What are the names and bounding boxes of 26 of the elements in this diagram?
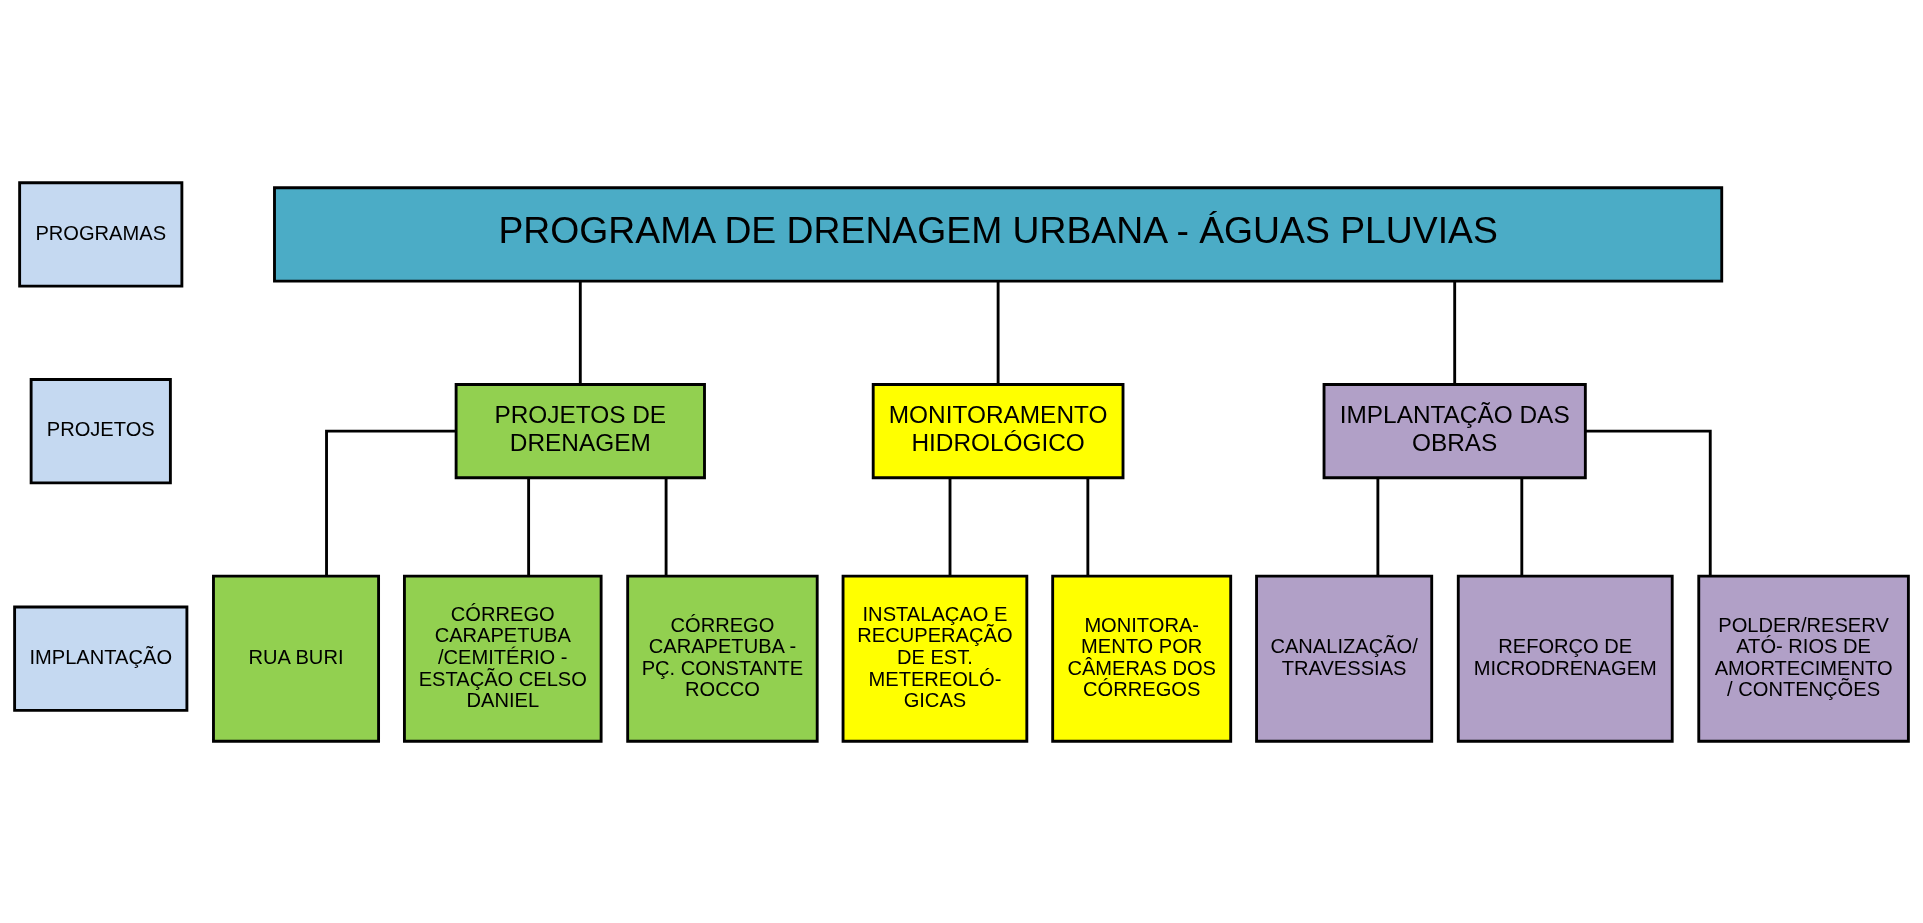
connector [664, 477, 668, 576]
connector [948, 477, 952, 576]
node-box: IMPLANTAÇÃO [13, 605, 189, 712]
node-box: CÓRREGO CARAPETUBA /CEMITÉRIO - ESTAÇÃO CELSO DANIEL [403, 574, 603, 743]
node-box: IMPLANTAÇÃO DAS OBRAS [1322, 382, 1587, 479]
node-box: MONITORA- MENTO POR CÂMERAS DOS CÓRREGOS [1051, 574, 1233, 743]
connector [996, 281, 1000, 384]
connector [1376, 477, 1380, 576]
node-box: INSTALAÇAO E RECUPERAÇÃO DE EST. METEREOLÓ- GICAS [841, 574, 1029, 743]
connector [1086, 477, 1090, 576]
connector [527, 477, 531, 576]
node-box: PROGRAMA DE DRENAGEM URBANA - ÁGUAS PLUVIAS [273, 185, 1724, 283]
connector [1520, 477, 1524, 576]
node-box: CANALIZAÇÃO/ TRAVESSIAS [1255, 574, 1434, 743]
node-box: MONITORAMENTO HIDROLÓGICO [871, 382, 1125, 479]
node-box: PROJETOS DE DRENAGEM [454, 382, 706, 479]
node-box: PROGRAMAS [18, 180, 184, 288]
node-box: REFORÇO DE MICRODRENAGEM [1456, 574, 1674, 743]
node-box: POLDER/RESERVATÓ- RIOS DE AMORTECIMENTO / CONTENÇÕES [1697, 574, 1910, 743]
connector [1585, 429, 1712, 576]
connector [325, 429, 456, 576]
connector [1453, 281, 1457, 384]
node-box: RUA BURI [212, 574, 380, 743]
node-box: CÓRREGO CARAPETUBA - PÇ. CONSTANTE ROCCO [626, 574, 819, 743]
connector [578, 281, 582, 384]
node-box: PROJETOS [29, 377, 172, 484]
